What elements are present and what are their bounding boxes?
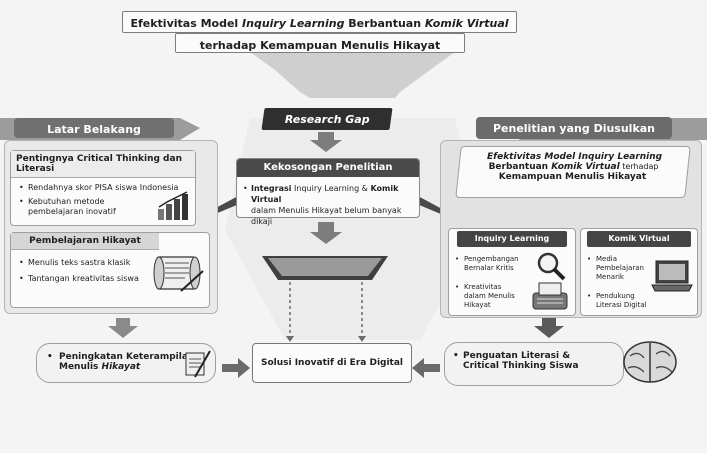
solusi-label: Solusi Inovatif di Era Digital <box>260 358 404 368</box>
peningkatan-line1: •Peningkatan Keterampilan <box>47 352 195 362</box>
kekosongan-text-1: Inquiry Learning & <box>291 184 371 193</box>
latar-section2: Pembelajaran Hikayat Menulis teks sastra… <box>10 232 210 308</box>
latar-section1-item: Rendahnya skor PISA siswa Indonesia <box>19 183 187 193</box>
title-text-1: Efektivitas Model <box>130 17 243 30</box>
latar-section1-item: Kebutuhan metode pembelajaran inovatif <box>19 197 154 217</box>
penelitian-heading-box: Efektivitas Model Inquiry Learning Berba… <box>455 146 691 198</box>
penelitian-heading-3: Kemampuan Menulis Hikayat <box>498 172 647 182</box>
kekosongan-bold: Integrasi <box>251 184 292 193</box>
title-text-3: Berbantuan <box>344 17 425 30</box>
latar-section2-item: Menulis teks sastra klasik <box>19 258 201 268</box>
peningkatan-text-1: Peningkatan Keterampilan <box>59 352 195 362</box>
title-line1: Efektivitas Model Inquiry Learning Berba… <box>130 17 508 30</box>
scroll-icon <box>153 256 204 292</box>
komik-list: Media Pembelajaran Menarik Pendukung Lit… <box>581 247 661 318</box>
title-line2: terhadap Kemampuan Menulis Hikayat <box>199 39 441 52</box>
title-text-2: Inquiry Learning <box>242 17 345 30</box>
latar-section1-title: Pentingnya Critical Thinking dan Literas… <box>11 151 195 178</box>
title-box: Efektivitas Model Inquiry Learning Berba… <box>122 11 517 33</box>
komik-item: Pendukung Literasi Digital <box>587 292 655 310</box>
penguatan-line1: •Penguatan Literasi & <box>453 351 571 361</box>
kekosongan-text-2: dalam Menulis Hikayat belum banyak dikaj… <box>251 206 402 226</box>
research-gap-label: Research Gap <box>284 113 370 126</box>
penelitian-heading-2c: terhadap <box>619 162 659 171</box>
solusi-box: Solusi Inovatif di Era Digital <box>252 343 412 383</box>
penelitian-heading-1: Efektivitas Model Inquiry Learning <box>487 152 663 162</box>
peningkatan-text-2: Menulis <box>59 362 102 372</box>
penguatan-box: •Penguatan Literasi & Critical Thinking … <box>444 342 624 386</box>
inquiry-item: Pengembangan Bernalar Kritis <box>455 255 523 273</box>
kekosongan-title: Kekosongan Penelitian <box>237 159 419 177</box>
peningkatan-text-3: Hikayat <box>101 362 141 372</box>
penguatan-text-1: Penguatan Literasi & <box>463 351 571 361</box>
latar-belakang-tab: Latar Belakang <box>14 118 174 138</box>
latar-section2-list: Menulis teks sastra klasik Tantangan kre… <box>11 250 209 292</box>
title-box-2: terhadap Kemampuan Menulis Hikayat <box>175 33 465 53</box>
komik-item: Media Pembelajaran Menarik <box>587 255 655 282</box>
latar-belakang-label: Latar Belakang <box>47 123 141 136</box>
inquiry-box: Inquiry Learning Pengembangan Bernalar K… <box>448 228 576 316</box>
penguatan-line2: Critical Thinking Siswa <box>463 361 579 371</box>
penelitian-heading-2b: Komik Virtual <box>551 162 620 172</box>
inquiry-title: Inquiry Learning <box>457 231 567 247</box>
latar-section1-list: Rendahnya skor PISA siswa Indonesia Kebu… <box>11 178 195 222</box>
komik-title: Komik Virtual <box>587 231 691 247</box>
penelitian-heading-2: Berbantuan Komik Virtual terhadap <box>460 162 688 172</box>
latar-section2-title: Pembelajaran Hikayat <box>11 233 159 250</box>
penelitian-heading-2a: Berbantuan <box>488 162 552 172</box>
magnifier-icon <box>537 252 566 281</box>
title-text-4: Komik Virtual <box>424 17 509 30</box>
kekosongan-box: Kekosongan Penelitian • Integrasi Inquir… <box>236 158 420 226</box>
latar-section2-item: Tantangan kreativitas siswa <box>19 274 201 284</box>
komik-box: Komik Virtual Media Pembelajaran Menarik… <box>580 228 698 316</box>
inquiry-list: Pengembangan Bernalar Kritis Kreativitas… <box>449 247 529 318</box>
inquiry-item: Kreativitas dalam Menulis Hikayat <box>455 283 523 310</box>
latar-section1: Pentingnya Critical Thinking dan Literas… <box>10 150 196 226</box>
quill-scroll-icon <box>185 350 211 378</box>
typewriter-icon <box>532 282 568 310</box>
kekosongan-bold2: Komik Virtual <box>251 184 399 204</box>
peningkatan-box: •Peningkatan Keterampilan Menulis Hikaya… <box>36 343 216 383</box>
kekosongan-text: • Integrasi Inquiry Learning & Komik Vir… <box>237 177 419 227</box>
laptop-icon <box>651 260 693 292</box>
peningkatan-line2: Menulis Hikayat <box>37 362 215 372</box>
chart-icon <box>158 191 188 220</box>
penelitian-tab: Penelitian yang Diusulkan <box>476 117 672 139</box>
penelitian-label: Penelitian yang Diusulkan <box>492 122 656 135</box>
research-gap-box: Research Gap <box>261 108 393 130</box>
brain-icon <box>623 341 677 383</box>
